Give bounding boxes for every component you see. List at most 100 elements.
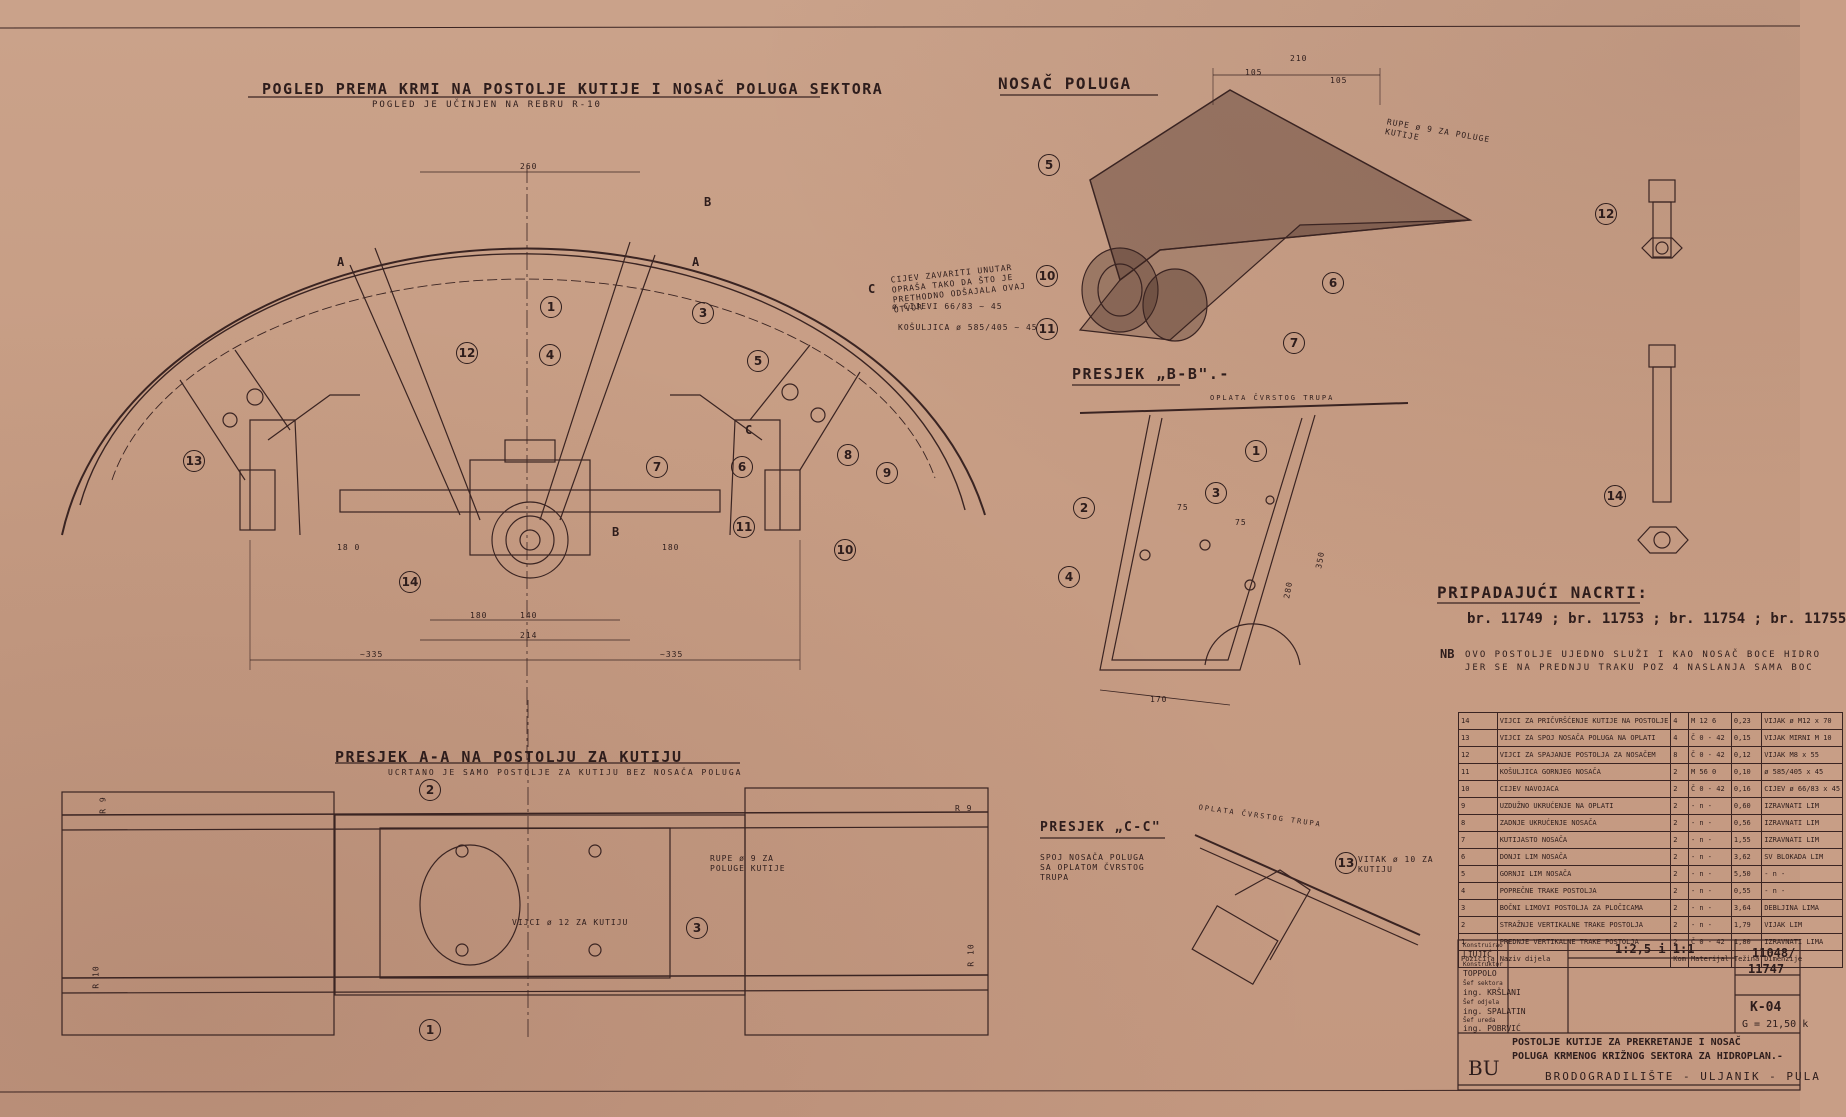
section-mark-b-bottom: B bbox=[612, 525, 620, 539]
bom-cell-pos: 8 bbox=[1458, 814, 1498, 832]
bom-cell-weight: 5,50 bbox=[1730, 865, 1763, 883]
approved-name: ing. SPALATIN bbox=[1463, 1007, 1526, 1016]
scale-value: 1:2,5 i 1:1 bbox=[1615, 942, 1695, 956]
total-weight: G = 21,50 k bbox=[1742, 1019, 1809, 1030]
detail-bubble-12: 12 bbox=[1595, 203, 1617, 225]
bom-cell-dim: SV BLOKADA LIM bbox=[1761, 848, 1844, 866]
part-bubble-8: 8 bbox=[837, 444, 859, 466]
bom-cell-name: POPREČNE TRAKE POSTOLJA bbox=[1496, 882, 1672, 900]
drawing-sheet bbox=[0, 0, 1800, 1117]
bracket-bubble-6: 6 bbox=[1322, 272, 1344, 294]
bom-cell-pos: 5 bbox=[1458, 865, 1498, 883]
bom-cell-pos: 7 bbox=[1458, 831, 1498, 849]
bom-cell-name: VIJCI ZA SPOJ NOSAČA POLUGA NA OPLATI bbox=[1496, 729, 1672, 747]
section-mark-c-2: C bbox=[745, 423, 753, 437]
bom-cell-pos: 9 bbox=[1458, 797, 1498, 815]
bom-cell-qty: 2 bbox=[1670, 814, 1689, 832]
section-aa-bubble-2: 2 bbox=[419, 779, 441, 801]
bom-cell-pos: 4 bbox=[1458, 882, 1498, 900]
section-mark-b-top: B bbox=[704, 195, 712, 209]
bom-cell-name: CIJEV NAVOJACA bbox=[1496, 780, 1672, 798]
section-bb-bubble-3: 3 bbox=[1205, 482, 1227, 504]
bom-cell-qty: 2 bbox=[1670, 763, 1689, 781]
drawing-title-line1: POSTOLJE KUTIJE ZA PREKRETANJE I NOSAČ bbox=[1512, 1037, 1741, 1048]
dim-140: 140 bbox=[520, 611, 538, 620]
company-name: BRODOGRADILIŠTE - ULJANIK - PULA bbox=[1545, 1070, 1821, 1083]
part-bubble-4: 4 bbox=[539, 344, 561, 366]
dim-335-left: ~335 bbox=[360, 650, 384, 659]
bom-cell-mat: Č 0 - 42 bbox=[1687, 780, 1732, 798]
bom-cell-weight: 3,64 bbox=[1730, 899, 1763, 917]
part-bubble-9: 9 bbox=[876, 462, 898, 484]
section-mark-a-right: A bbox=[692, 255, 700, 269]
bom-cell-dim: VIJAK ø M12 x 70 bbox=[1761, 712, 1844, 730]
section-bb-title: PRESJEK „B-B".- bbox=[1072, 365, 1230, 383]
bom-header-pos: Pozicija bbox=[1458, 950, 1498, 968]
part-bubble-7: 7 bbox=[646, 456, 668, 478]
bom-cell-mat: - n - bbox=[1687, 848, 1732, 866]
drawing-title-line2: POLUGA KRMENOG KRIŽNOG SEKTORA ZA HIDROP… bbox=[1512, 1051, 1783, 1062]
section-mark-a-left: A bbox=[337, 255, 345, 269]
bom-cell-weight: 0,55 bbox=[1730, 882, 1763, 900]
section-mark-c: C bbox=[868, 282, 876, 296]
part-bubble-14: 14 bbox=[399, 571, 421, 593]
dim-210: 210 bbox=[1290, 54, 1308, 63]
part-bubble-3: 3 bbox=[692, 302, 714, 324]
bom-cell-weight: 0,15 bbox=[1730, 729, 1763, 747]
bom-cell-pos: 14 bbox=[1458, 712, 1498, 730]
related-drawings-list: br. 11749 ; br. 11753 ; br. 11754 ; br. … bbox=[1467, 611, 1846, 627]
bom-cell-qty: 2 bbox=[1670, 882, 1689, 900]
bracket-bubble-11: 11 bbox=[1036, 318, 1058, 340]
part-bubble-6: 6 bbox=[731, 456, 753, 478]
ref-number: 11048/ bbox=[1752, 946, 1796, 960]
bom-cell-mat: - n - bbox=[1687, 797, 1732, 815]
nb-label: NB bbox=[1440, 647, 1455, 661]
bom-cell-dim: VIJAK M8 x 55 bbox=[1761, 746, 1844, 764]
main-view-subtitle: POGLED JE UČINJEN NA REBRU R-10 bbox=[372, 100, 602, 110]
bracket-bubble-5: 5 bbox=[1038, 154, 1060, 176]
dim-260: 260 bbox=[520, 162, 538, 171]
bracket-view-title: NOSAČ POLUGA bbox=[998, 74, 1132, 93]
tube-dims: ø CIJEVI 66/83 ~ 45 bbox=[892, 302, 1003, 311]
bom-cell-pos: 6 bbox=[1458, 848, 1498, 866]
bom-cell-weight: 1,55 bbox=[1730, 831, 1763, 849]
bom-cell-name: GORNJI LIM NOSAČA bbox=[1496, 865, 1672, 883]
bom-cell-name: ZADNJE UKRUĆENJE NOSAČA bbox=[1496, 814, 1672, 832]
section-aa-subtitle: UCRTANO JE SAMO POSTOLJE ZA KUTIJU BEZ N… bbox=[388, 768, 743, 777]
checked-name: ing. KRŠLANI bbox=[1463, 988, 1521, 997]
detail-bubble-14: 14 bbox=[1604, 485, 1626, 507]
company-logo: BU bbox=[1468, 1056, 1500, 1080]
bom-cell-weight: 3,62 bbox=[1730, 848, 1763, 866]
director-name: ing. POBRVIĆ bbox=[1463, 1024, 1521, 1033]
dim-170: 170 bbox=[1150, 695, 1168, 704]
bom-cell-name: KOŠULJICA GORNJEG NOSAČA bbox=[1496, 763, 1672, 781]
section-cc-bubble-13: 13 bbox=[1335, 852, 1357, 874]
technical-drawing bbox=[0, 25, 1801, 1093]
section-cc-title: PRESJEK „C-C" bbox=[1040, 820, 1162, 835]
bom-cell-dim: - n - bbox=[1761, 865, 1844, 883]
section-aa-bubble-3: 3 bbox=[686, 917, 708, 939]
bom-cell-pos: 10 bbox=[1458, 780, 1498, 798]
section-bb-hull-note: OPLATA ČVRSTOG TRUPA bbox=[1210, 394, 1335, 402]
bom-cell-qty: 2 bbox=[1670, 916, 1689, 934]
dim-335-right: ~335 bbox=[660, 650, 684, 659]
dim-75-a: 75 bbox=[1177, 503, 1189, 512]
bom-cell-mat: M 56 0 bbox=[1687, 763, 1732, 781]
frame-r10-right: R 10 bbox=[966, 943, 976, 967]
main-view-title: POGLED PREMA KRMI NA POSTOLJE KUTIJE I N… bbox=[262, 80, 884, 98]
weld-note: VITAK ø 10 ZA KUTIJU bbox=[1358, 855, 1434, 874]
bom-header-name: Naziv dijela bbox=[1496, 950, 1672, 968]
bom-cell-qty: 2 bbox=[1670, 780, 1689, 798]
designer-label: Konstruktor bbox=[1463, 961, 1503, 968]
hole-note-aa: RUPE ø 9 ZA POLUGE KUTIJE bbox=[710, 854, 786, 873]
related-drawings-heading: PRIPADAJUĆI NACRTI: bbox=[1437, 583, 1649, 602]
bom-cell-pos: 13 bbox=[1458, 729, 1498, 747]
bom-cell-pos: 2 bbox=[1458, 916, 1498, 934]
sheet-code: K-04 bbox=[1750, 1000, 1782, 1015]
